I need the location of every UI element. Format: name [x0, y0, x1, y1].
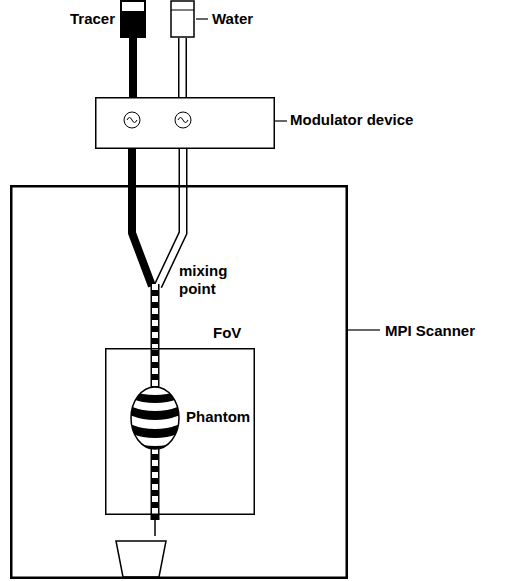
leader-line — [348, 329, 380, 330]
tube-stroke — [132, 149, 152, 286]
tube-stroke — [151, 284, 160, 388]
tube-connector — [182, 38, 183, 97]
node-label: Tracer — [70, 10, 115, 28]
scanner-housing: MPI ScannerFoVPhantom — [10, 185, 348, 579]
leader-line — [275, 120, 287, 121]
tube-connector — [132, 149, 183, 388]
node-label: Modulator device — [290, 111, 413, 129]
phantom-outline — [130, 386, 180, 450]
node-label: MPI Scanner — [385, 322, 475, 340]
node-label: FoV — [213, 324, 241, 342]
water-syringe: Water — [170, 0, 195, 38]
tracer-syringe: Tracer — [120, 0, 146, 38]
modulator-box-outline — [95, 97, 275, 149]
fov-box-outline — [105, 348, 255, 515]
phantom: Phantom — [130, 386, 180, 450]
outlet-tube — [155, 448, 156, 536]
tube-stroke — [152, 284, 158, 388]
node-label: Water — [212, 10, 253, 28]
leader-line — [196, 18, 208, 19]
fov-box: FoVPhantom — [105, 348, 255, 515]
tube-stroke — [178, 38, 187, 97]
tube-connector — [133, 38, 134, 97]
scanner-housing-outline — [10, 185, 348, 579]
point-label: mixing point — [179, 262, 239, 298]
tracer-syringe-outline — [120, 0, 146, 38]
beaker — [116, 541, 166, 577]
modulator-box: Modulator device — [95, 97, 275, 149]
tube-stroke — [129, 38, 137, 97]
water-syringe-outline — [170, 0, 195, 38]
tube-stroke — [180, 38, 186, 97]
node-label: Phantom — [186, 408, 250, 426]
